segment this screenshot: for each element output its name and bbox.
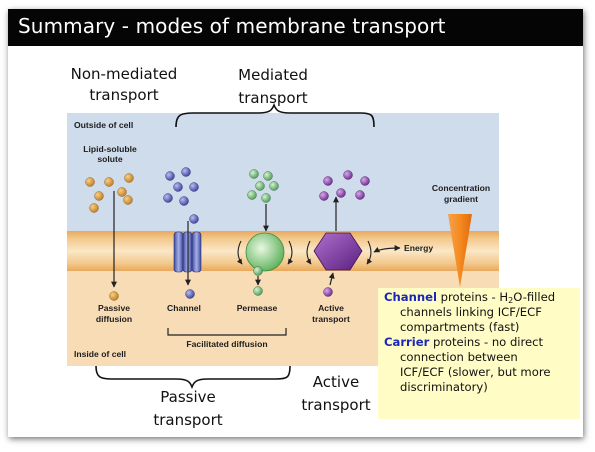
- membrane-transport-diagram: Non-mediated transport Mediated transpor…: [67, 65, 499, 429]
- channel-line-2: channels linking ICF/ECF: [400, 305, 542, 319]
- carrier-line-4: discriminatory): [400, 380, 488, 394]
- carrier-line-2: connection between: [400, 350, 518, 364]
- lipid-soluble-solutes: [85, 173, 134, 301]
- active-transport-label: transport: [301, 396, 370, 414]
- channel-label: Channel: [167, 303, 201, 313]
- permease-solutes: [247, 169, 279, 296]
- active-transport-entry-arrow: [328, 272, 335, 286]
- passive-diffusion-label: Passive: [98, 303, 130, 313]
- active-transport-label: Active: [313, 373, 359, 391]
- protein-types-callout: Channel proteins - H2O-filled channels l…: [378, 288, 580, 419]
- channel-solutes: [163, 167, 199, 299]
- facilitated-diffusion-label: Facilitated diffusion: [186, 339, 267, 349]
- active-transport-small-label: transport: [312, 314, 350, 324]
- outside-cell-region: [67, 113, 499, 231]
- passive-diffusion-label: diffusion: [96, 314, 132, 324]
- permease-label: Permease: [237, 303, 278, 313]
- mediated-label: Mediated: [238, 66, 308, 84]
- active-transport-solutes: [319, 170, 370, 297]
- active-transport-pump: [305, 232, 373, 271]
- active-transport-small-label: Active: [318, 303, 344, 313]
- carrier-keyword: Carrier: [384, 335, 430, 349]
- mediated-label: transport: [238, 89, 307, 107]
- permease-protein: [236, 232, 294, 276]
- channel-line-3: compartments (fast): [400, 320, 520, 334]
- carrier-line-3: ICF/ECF (slower, but more: [400, 365, 551, 379]
- inside-cell-label: Inside of cell: [74, 349, 126, 359]
- mediated-brace: [175, 102, 375, 128]
- title-bar: Summary - modes of membrane transport: [8, 9, 583, 46]
- channel-keyword: Channel: [384, 290, 437, 304]
- facilitated-diffusion-bracket: [167, 328, 287, 336]
- passive-transport-label: Passive: [160, 388, 215, 406]
- non-mediated-label: Non-mediated: [71, 65, 178, 83]
- slide-title: Summary - modes of membrane transport: [18, 14, 446, 38]
- channel-line-1: Channel proteins - H2O-filled: [384, 290, 556, 305]
- concentration-gradient-label: gradient: [444, 194, 478, 204]
- channel-protein: [173, 231, 202, 273]
- energy-arrow: [373, 245, 401, 253]
- outside-cell-label: Outside of cell: [74, 120, 133, 130]
- carrier-line-1: Carrier proteins - no direct: [384, 335, 544, 349]
- slide: Summary - modes of membrane transport: [8, 9, 583, 437]
- lipid-soluble-label: Lipid-soluble: [83, 144, 137, 154]
- concentration-gradient-cone: [448, 214, 472, 287]
- energy-label: Energy: [404, 243, 433, 253]
- concentration-gradient-label: Concentration: [432, 183, 490, 193]
- passive-transport-label: transport: [153, 411, 222, 429]
- lipid-soluble-label: solute: [97, 154, 123, 164]
- passive-transport-brace: [95, 365, 291, 390]
- non-mediated-label: transport: [89, 86, 158, 104]
